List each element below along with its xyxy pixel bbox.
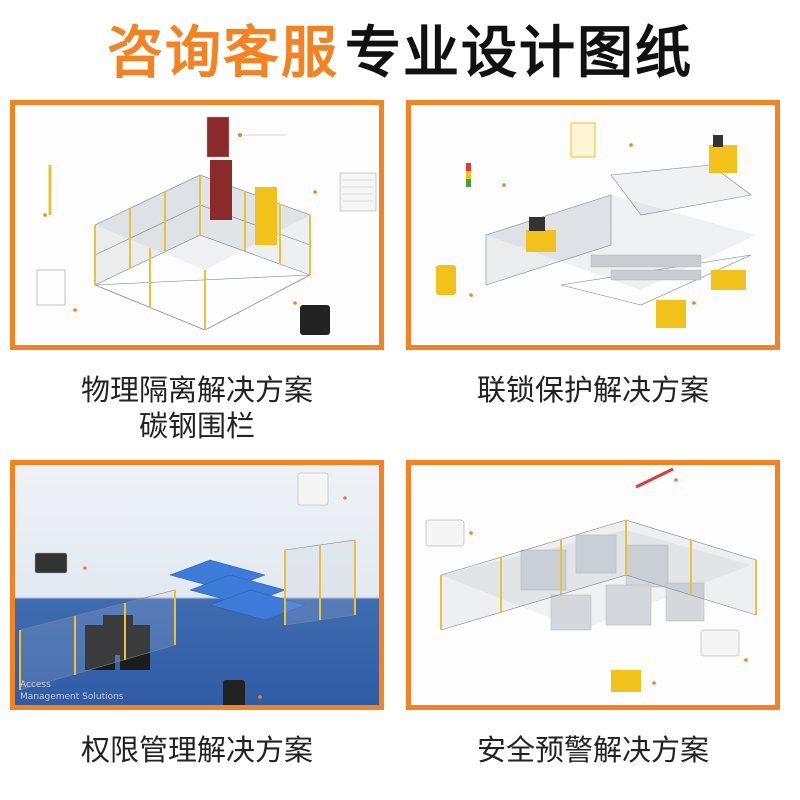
- caption-physical-isolation: 物理隔离解决方案 碳钢围栏: [2, 372, 392, 444]
- watermark-line-1: Access: [20, 680, 51, 690]
- caption-access-management: 权限管理解决方案: [2, 732, 392, 768]
- panel-physical-isolation[interactable]: [10, 100, 384, 350]
- caption-line-1: 物理隔离解决方案: [80, 373, 313, 407]
- caption-safety-warning: 安全预警解决方案: [398, 732, 788, 768]
- caption-line-2: 碳钢围栏: [138, 409, 255, 443]
- watermark-line-2: Management Solutions: [20, 692, 124, 702]
- caption-line-1: 权限管理解决方案: [80, 733, 313, 767]
- interlock-protection-illustration: [436, 122, 756, 328]
- banner-highlight: 咨询客服: [107, 20, 339, 86]
- caption-line-1: 安全预警解决方案: [476, 733, 709, 767]
- caption-line-1: 联锁保护解决方案: [476, 373, 709, 407]
- panel-safety-warning[interactable]: [406, 460, 780, 710]
- panel-interlock-protection[interactable]: [406, 100, 780, 350]
- banner-text: 专业设计图纸: [345, 20, 693, 86]
- caption-interlock-protection: 联锁保护解决方案: [398, 372, 788, 408]
- physical-isolation-illustration: [36, 116, 377, 335]
- access-management-illustration: Access Management Solutions: [19, 472, 356, 705]
- title-banner: 咨询客服 专业设计图纸: [0, 0, 800, 96]
- panel-access-management[interactable]: Access Management Solutions: [10, 460, 384, 710]
- safety-warning-illustration: [425, 467, 757, 692]
